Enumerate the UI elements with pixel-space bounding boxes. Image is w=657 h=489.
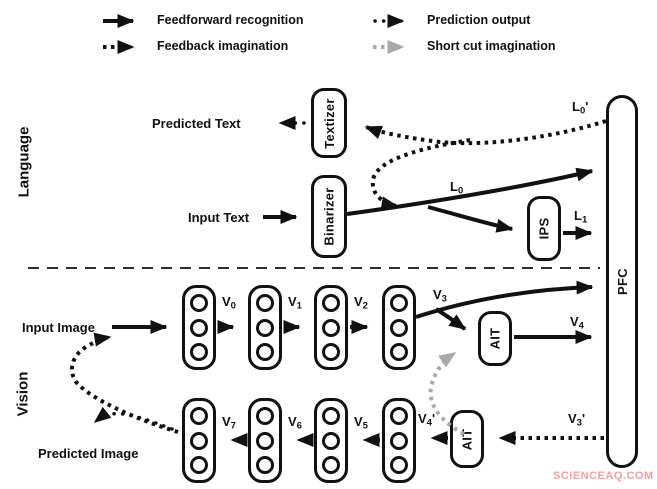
- neuron: [390, 455, 408, 474]
- neuron: [322, 318, 340, 337]
- neuron-column-v0-in: [182, 285, 216, 370]
- l0-prime-label: L0': [572, 99, 589, 117]
- l0-prime-feedback-loop: [370, 138, 471, 211]
- section-label-language: Language: [15, 126, 33, 198]
- neuron: [256, 431, 274, 450]
- v5-label: V5: [354, 414, 368, 432]
- input-text-label: Input Text: [188, 210, 250, 225]
- legend-label-feedback: Feedback imagination: [157, 39, 289, 53]
- neuron: [390, 407, 408, 426]
- textizer-label: Textizer: [321, 97, 337, 149]
- v3-branch-to-ait: [434, 307, 467, 331]
- section-label-vision: Vision: [14, 371, 32, 417]
- neuron-column-v3: [382, 285, 416, 370]
- legend-label-feedforward: Feedforward recognition: [157, 13, 304, 27]
- l0-prime-feedback-to-textizer: [364, 119, 607, 146]
- neuron: [256, 407, 274, 426]
- binarizer-label: Binarizer: [321, 187, 337, 246]
- neuron: [390, 294, 408, 313]
- ips-box: IPS: [527, 196, 561, 261]
- neuron: [190, 407, 208, 426]
- neuron: [322, 407, 340, 426]
- image-feedback-loop: [69, 332, 179, 434]
- v3-label: V3: [433, 287, 447, 305]
- neuron: [322, 342, 340, 361]
- neuron-column-v7-out: [182, 398, 216, 483]
- v0-label: V0: [222, 294, 236, 312]
- l0-branch-to-ips: [427, 205, 514, 233]
- neuron: [256, 294, 274, 313]
- legend-label-prediction: Prediction output: [427, 13, 531, 27]
- l0-label: L0: [450, 179, 464, 197]
- neuron: [390, 318, 408, 337]
- ait-top-box: AIT: [478, 311, 512, 366]
- neuron-column-v6: [248, 398, 282, 483]
- neuron: [390, 431, 408, 450]
- v2-label: V2: [354, 294, 368, 312]
- pfc-label: PFC: [614, 268, 630, 295]
- ait-bottom-label: AIT: [459, 428, 475, 450]
- neuron: [322, 431, 340, 450]
- legend-label-shortcut: Short cut imagination: [427, 39, 556, 53]
- input-image-label: Input Image: [22, 320, 95, 335]
- neuron: [190, 294, 208, 313]
- neuron-column-v4p: [382, 398, 416, 483]
- neuron: [190, 318, 208, 337]
- neuron: [190, 342, 208, 361]
- neuron: [390, 342, 408, 361]
- pfc-box: PFC: [606, 95, 638, 468]
- watermark: SCIENCEAQ.COM: [553, 470, 654, 482]
- predicted-image-arrow: [93, 406, 174, 431]
- neuron: [256, 455, 274, 474]
- neuron: [322, 455, 340, 474]
- textizer-box: Textizer: [311, 88, 347, 158]
- binarizer-box: Binarizer: [311, 175, 347, 258]
- neuron-column-v2: [314, 285, 348, 370]
- neuron: [256, 318, 274, 337]
- predicted-image-label: Predicted Image: [38, 446, 139, 461]
- predicted-text-label: Predicted Text: [152, 116, 241, 131]
- neuron: [190, 431, 208, 450]
- ait-top-label: AIT: [487, 327, 503, 350]
- ait-bottom-box: AIT: [450, 410, 484, 468]
- neuron: [322, 294, 340, 313]
- v6-label: V6: [288, 414, 302, 432]
- ips-label: IPS: [536, 217, 552, 240]
- v4-label: V4: [570, 314, 584, 332]
- neuron: [256, 342, 274, 361]
- neuron-column-v1: [248, 285, 282, 370]
- l1-label: L1: [574, 208, 588, 226]
- v4-prime-label: V4': [418, 411, 436, 429]
- v7-label: V7: [222, 414, 236, 432]
- neuron: [190, 455, 208, 474]
- v1-label: V1: [288, 294, 302, 312]
- neuron-column-v5: [314, 398, 348, 483]
- v3-prime-label: V3': [568, 411, 586, 429]
